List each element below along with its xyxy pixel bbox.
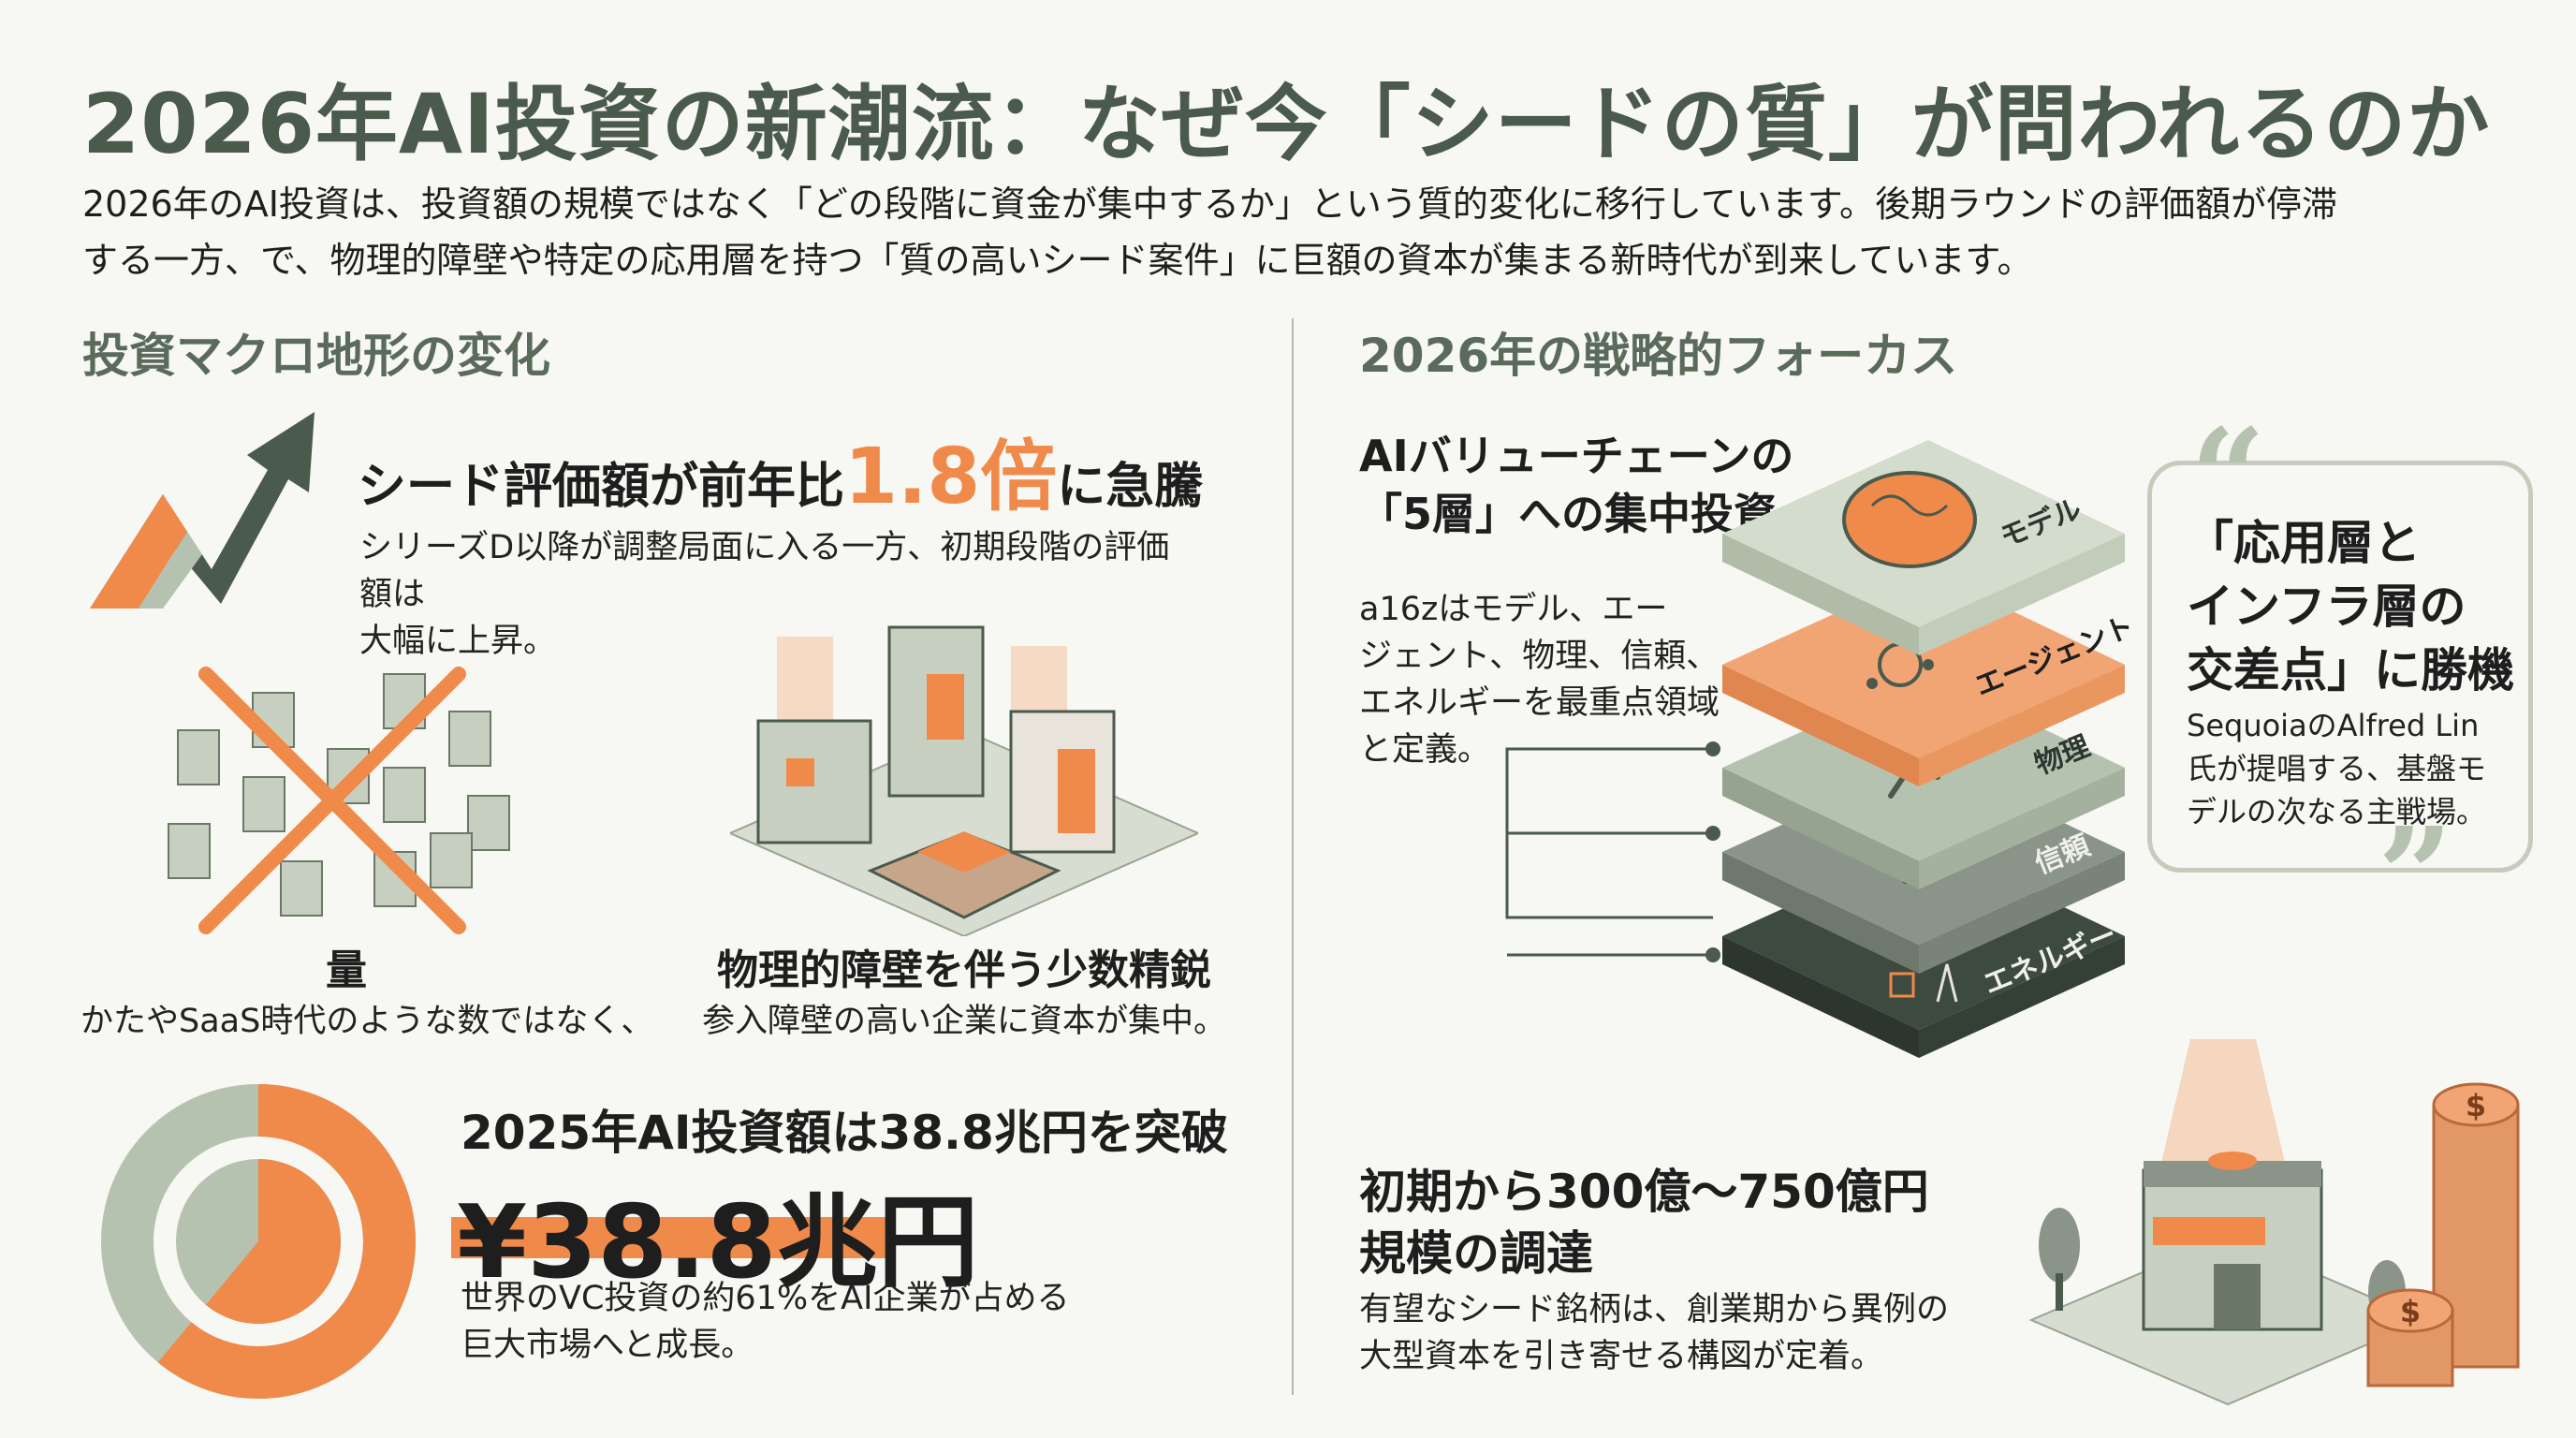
amount-highlight-bar xyxy=(451,1217,891,1258)
inner-pie-ai-share-slice xyxy=(205,1159,342,1324)
left-section-title: 投資マクロ地形の変化 xyxy=(82,329,550,383)
investment-desc: 世界のVC投資の約61%をAI企業が占める 巨大市場へと成長。 xyxy=(461,1275,1209,1369)
seed-title-prefix: シード評価額が前年比 xyxy=(358,459,845,515)
battery-icon xyxy=(1889,972,1915,998)
intro-line-1: 2026年のAI投資は、投資額の規模ではなく「どの段階に資金が集中するか」という… xyxy=(82,183,2337,225)
seed-valuation-desc: シリーズD以降が調整局面に入る一方、初期段階の評価額は 大幅に上昇。 xyxy=(359,524,1202,665)
shop-awning xyxy=(2153,1217,2265,1245)
seed-title-suffix: に急騰 xyxy=(1057,459,1204,515)
five-layer-stack-diagram xyxy=(1505,440,2125,1058)
funding-title-line-1: 初期から300億〜750億円 xyxy=(1359,1165,1929,1219)
right-section-title: 2026年の戦略的フォーカス xyxy=(1359,329,1958,383)
seed-desc-line-2: 大幅に上昇。 xyxy=(359,623,557,660)
quantity-title: 量 xyxy=(326,946,367,994)
fortified-city-illustration xyxy=(730,625,1198,936)
value-chain-desc-line-3: エネルギーを最重点領域 xyxy=(1359,684,1720,722)
page-title: 2026年AI投資の新潮流：なぜ今「シードの質」が問われるのか xyxy=(82,76,2491,172)
ai-share-donut-chart xyxy=(101,1084,416,1399)
quote-desc-line-1: SequoiaのAlfred Lin xyxy=(2187,708,2480,743)
value-chain-title: AIバリューチェーンの 「5層」への集中投資 xyxy=(1359,427,1793,543)
quote-desc-line-2: 氏が提唱する、基盤モ xyxy=(2187,751,2487,786)
donut-ai-share-slice xyxy=(101,1084,416,1399)
quote-desc: SequoiaのAlfred Lin 氏が提唱する、基盤モ デルの次なる主戦場。 xyxy=(2187,704,2505,833)
funding-desc-line-2: 大型資本を引き寄せる構図が定着。 xyxy=(1359,1338,1884,1375)
tree-icon xyxy=(2039,1208,2080,1283)
scattered-buildings-illustration xyxy=(168,667,510,934)
funding-title-line-2: 規模の調達 xyxy=(1359,1226,1593,1281)
value-chain-desc: a16zはモデル、エー ジェント、物理、信頼、 エネルギーを最重点領域 と定義。 xyxy=(1359,586,1752,773)
dollar-icon: $ xyxy=(2466,1088,2486,1123)
barrier-title: 物理的障壁を伴う少数精鋭 xyxy=(717,946,1211,994)
intro-line-2: する一方、で、物理的障壁や特定の応用層を持つ「質の高いシード案件」に巨額の資本が… xyxy=(82,240,2033,281)
shop-with-coins-illustration: $ $ xyxy=(2028,1039,2520,1406)
quantity-desc: かたやSaaS時代のような数ではなく、 xyxy=(80,1003,654,1040)
seed-multiplier-highlight: 1.8倍 xyxy=(844,433,1058,521)
funding-desc-line-1: 有望なシード銘柄は、創業期から異例の xyxy=(1359,1291,1950,1328)
coin-stack-short: $ xyxy=(2366,1288,2454,1387)
quote-title-line-1: 「応用層と xyxy=(2187,516,2421,570)
layer-model xyxy=(1722,440,2125,655)
value-chain-title-line-1: AIバリューチェーンの xyxy=(1359,431,1794,481)
funding-desc: 有望なシード銘柄は、創業期から異例の 大型資本を引き寄せる構図が定着。 xyxy=(1359,1286,2033,1380)
quote-title-line-2: インフラ層の xyxy=(2187,580,2466,634)
investment-title: 2025年AI投資額は38.8兆円を突破 xyxy=(461,1106,1228,1160)
open-quote-icon: “ xyxy=(2190,401,2266,554)
close-quote-icon: ” xyxy=(2378,800,2453,953)
quote-box xyxy=(2147,461,2533,873)
value-chain-desc-line-2: ジェント、物理、信頼、 xyxy=(1359,638,1720,675)
funding-title: 初期から300億〜750億円 規模の調達 xyxy=(1359,1161,1929,1284)
seed-desc-line-1: シリーズD以降が調整局面に入る一方、初期段階の評価額は xyxy=(359,529,1170,613)
value-chain-desc-line-1: a16zはモデル、エー xyxy=(1359,591,1668,628)
investment-amount: ¥38.8兆円 xyxy=(457,1184,979,1301)
quote-title: 「応用層と インフラ層の 交差点」に勝機 xyxy=(2187,511,2514,702)
column-divider xyxy=(1292,318,1294,1395)
quote-desc-line-3: デルの次なる主戦場。 xyxy=(2187,794,2487,829)
investment-desc-line-1: 世界のVC投資の約61%をAI企業が占める xyxy=(461,1280,1070,1317)
value-chain-desc-line-4: と定義。 xyxy=(1359,731,1491,769)
layer-agent xyxy=(1722,571,2125,786)
barrier-desc: 参入障壁の高い企業に資本が集中。 xyxy=(701,1003,1226,1040)
power-tower-icon xyxy=(1936,963,1958,1003)
quote-title-line-3: 交差点」に勝機 xyxy=(2187,643,2514,697)
dollar-icon: $ xyxy=(2400,1294,2421,1329)
value-chain-title-line-2: 「5層」への集中投資 xyxy=(1359,489,1778,539)
intro-text: 2026年のAI投資は、投資額の規模ではなく「どの段階に資金が集中するか」という… xyxy=(82,176,2497,288)
investment-desc-line-2: 巨大市場へと成長。 xyxy=(461,1327,754,1364)
seed-valuation-title: シード評価額が前年比1.8倍に急騰 xyxy=(358,431,1203,534)
brain-icon xyxy=(1842,471,1977,568)
growth-arrow-icon xyxy=(90,412,315,609)
